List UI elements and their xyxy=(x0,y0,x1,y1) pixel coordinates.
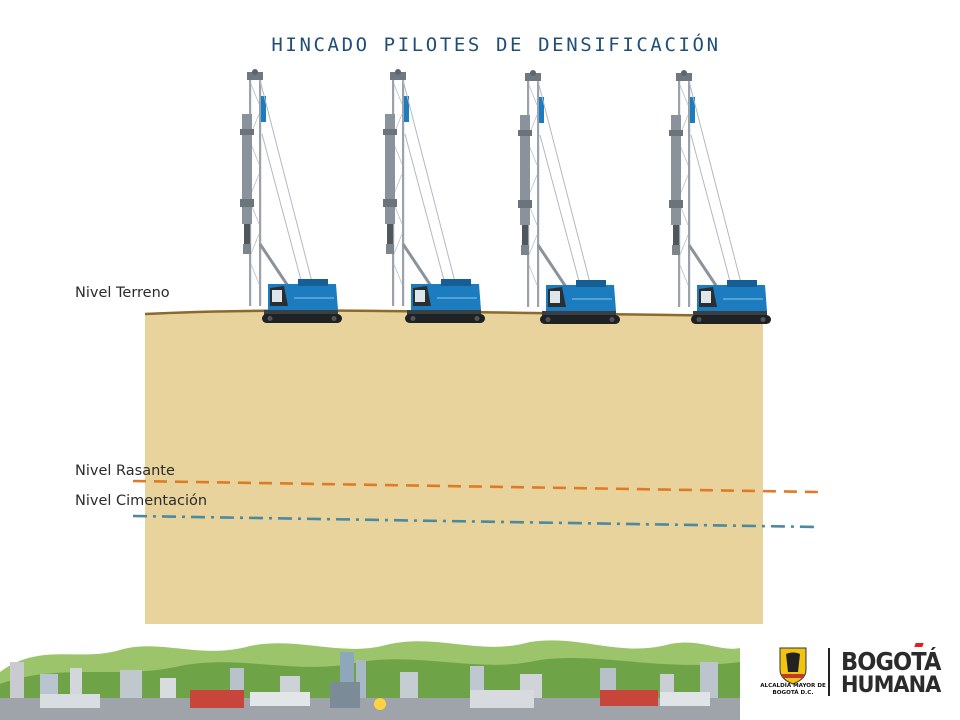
rasante-line xyxy=(132,479,819,494)
logo-separator xyxy=(828,648,830,696)
piling-rig-2 xyxy=(381,67,487,325)
label-nivel-cimentacion: Nivel Cimentación xyxy=(75,493,208,509)
diagram-title: HINCADO PILOTES DE DENSIFICACIÓN xyxy=(271,34,721,56)
piling-rig-4 xyxy=(667,68,773,326)
alcaldia-logo-text: ALCALDÍA MAYOR DE BOGOTÁ D.C. xyxy=(760,683,826,696)
bogota-logo-line1: BOGOTÁ xyxy=(841,647,941,676)
piling-rig-3 xyxy=(516,68,622,326)
label-nivel-terreno: Nivel Terreno xyxy=(75,285,170,301)
soil-mass xyxy=(145,310,763,624)
alcaldia-shield-icon xyxy=(779,647,807,685)
piling-rig-1 xyxy=(238,67,344,325)
label-nivel-rasante: Nivel Rasante xyxy=(75,463,175,479)
bogota-logo-line2: HUMANA xyxy=(841,673,941,698)
